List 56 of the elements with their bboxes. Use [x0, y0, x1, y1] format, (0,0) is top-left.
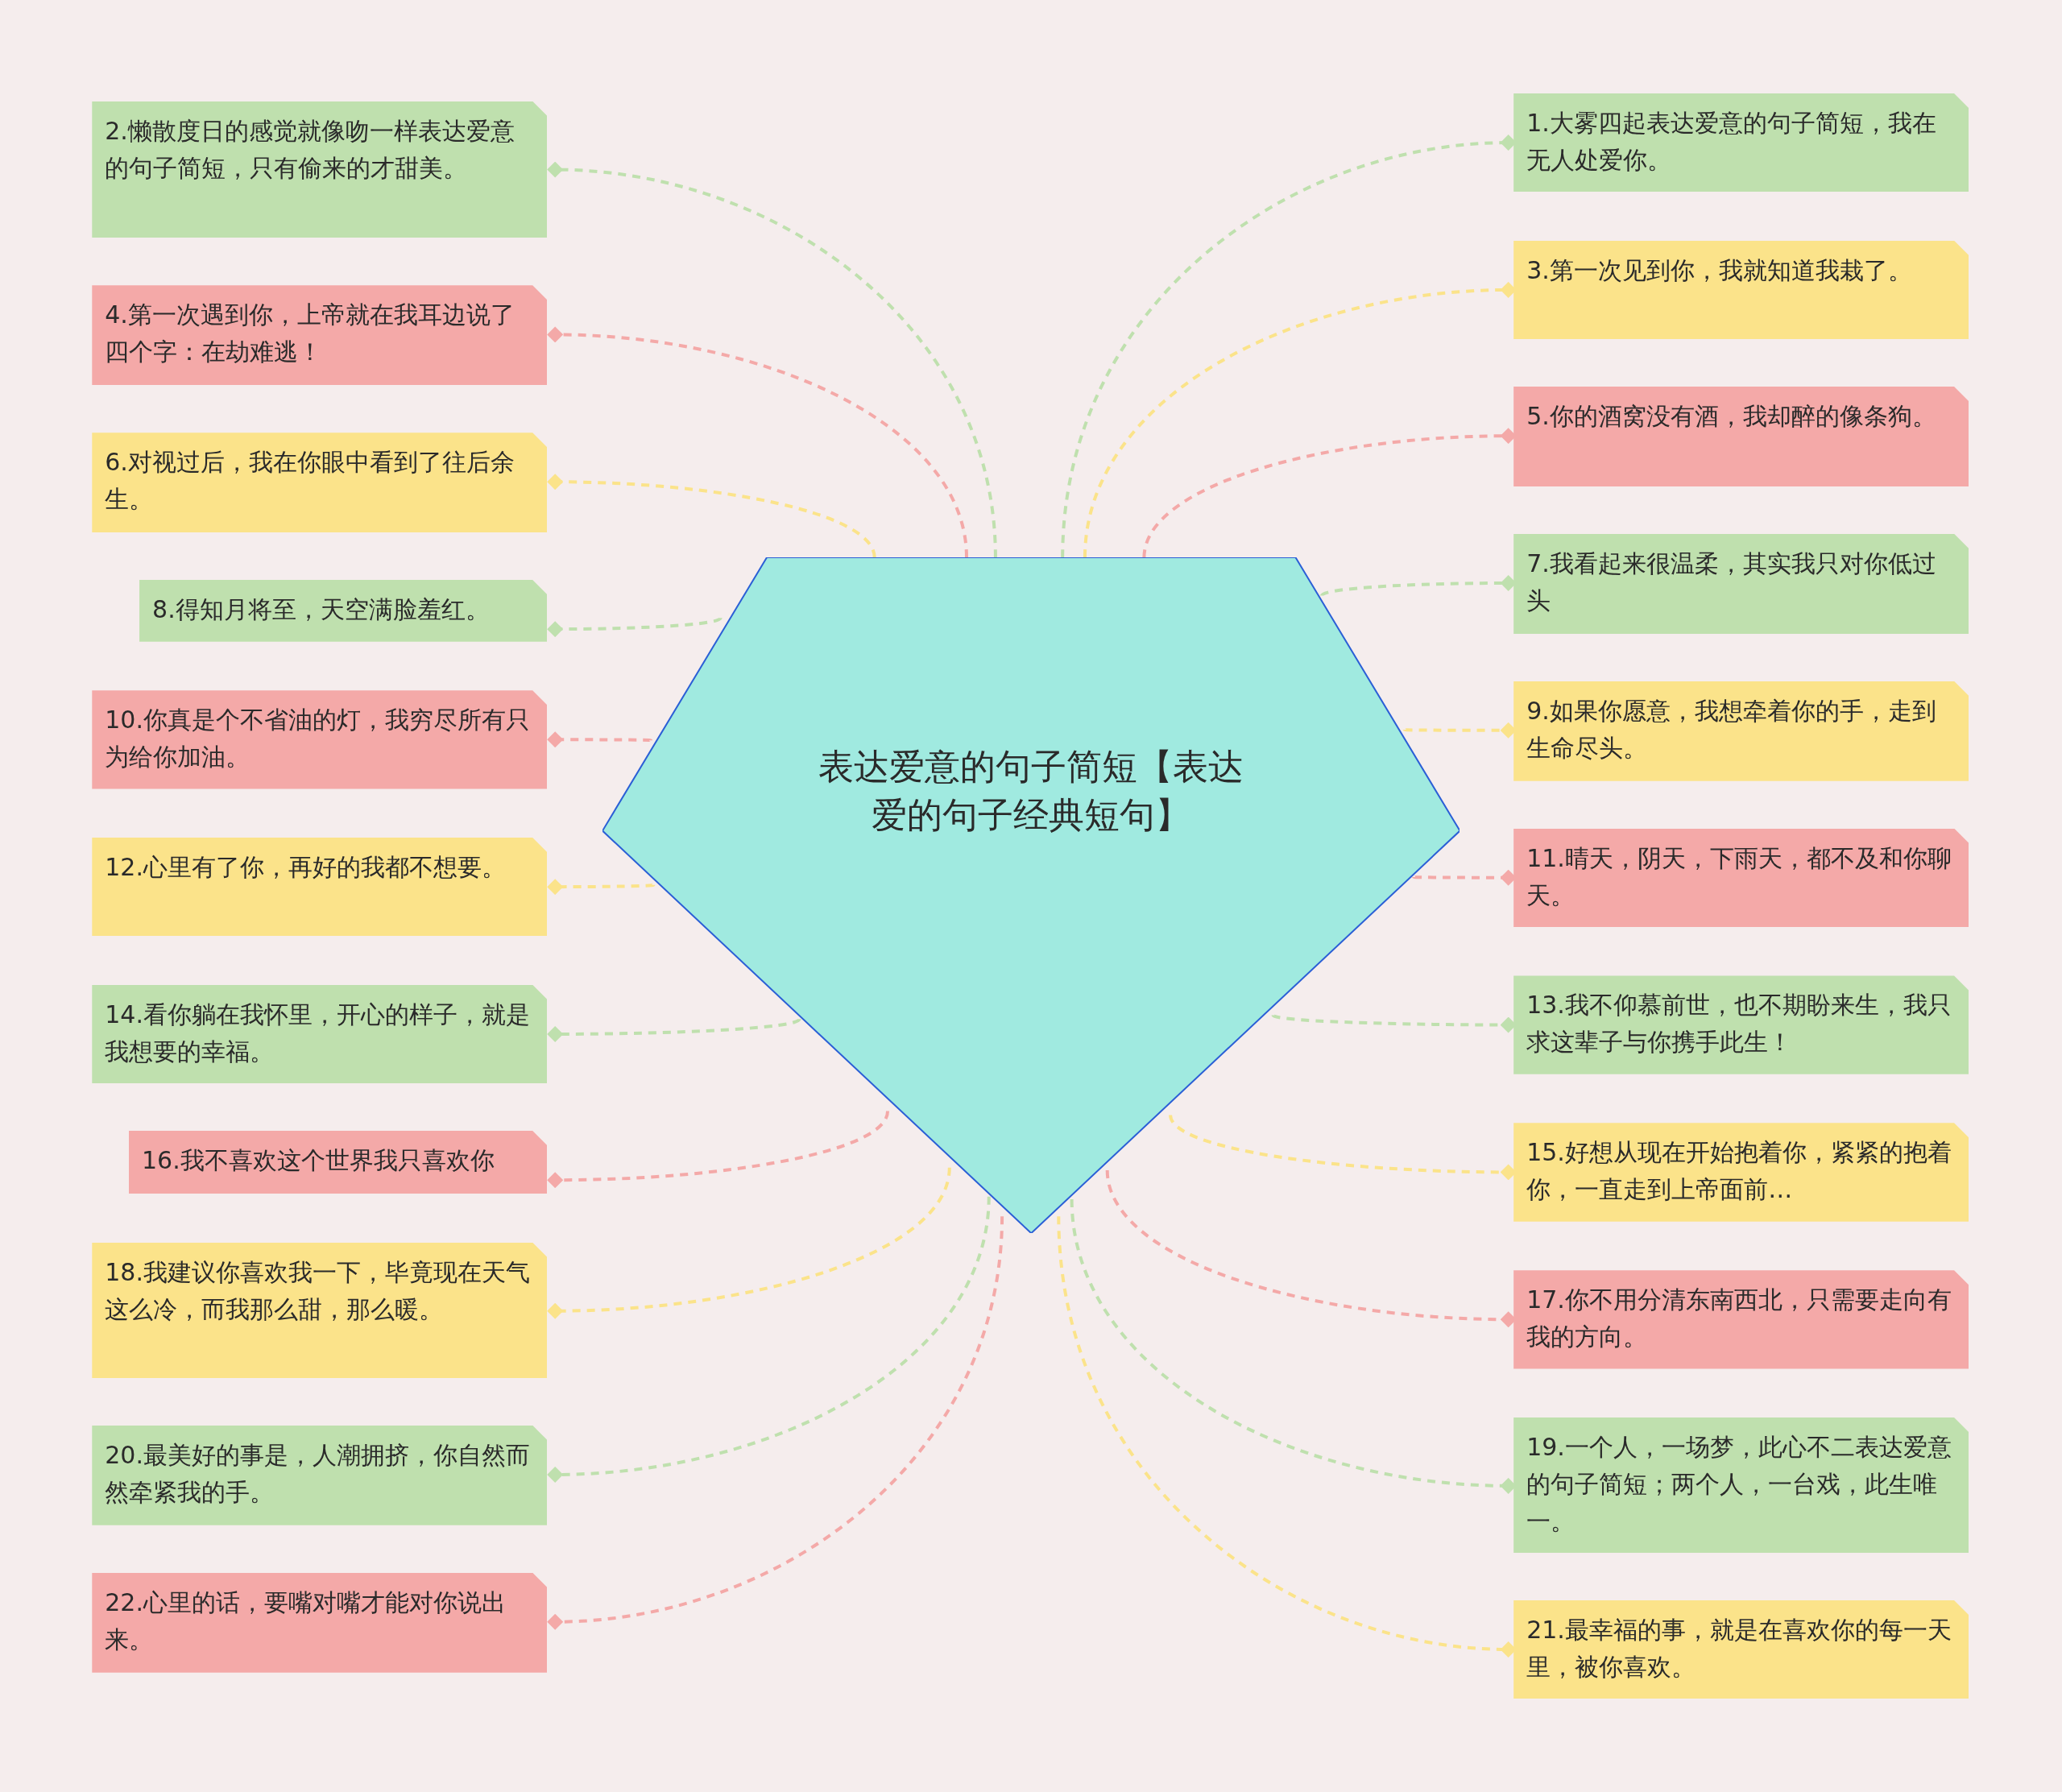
sentence-card — [92, 690, 548, 789]
sentence-text: 8.得知月将至，天空满脸羞红。 — [152, 594, 491, 625]
sentence-card — [1513, 387, 1969, 487]
dashed-connector — [547, 1167, 951, 1319]
dashed-connector — [547, 731, 652, 748]
sentence-text: 4.第一次遇到你，上帝就在我耳边说了四个字：在劫难逃！ — [105, 300, 516, 368]
sentence-card — [1513, 1123, 1969, 1222]
sentence-text: 16.我不喜欢这个世界我只喜欢你 — [142, 1145, 495, 1177]
sentence-text: 3.第一次见到你，我就知道我栽了。 — [1526, 255, 1913, 286]
sentence-card — [1513, 975, 1969, 1074]
sentence-text: 12.心里有了你，再好的我都不想要。 — [105, 852, 507, 883]
dashed-connector — [547, 1216, 1004, 1630]
sentence-card — [1513, 533, 1969, 634]
sentence-card — [1513, 93, 1969, 192]
dashed-connector — [547, 616, 723, 638]
sentence-card — [1513, 240, 1969, 340]
sentence-text: 22.心里的话，要嘴对嘴才能对你说出来。 — [105, 1587, 507, 1655]
sentence-text: 20.最美好的事是，人潮拥挤，你自然而然牵紧我的手。 — [105, 1439, 531, 1508]
sentence-text: 11.晴天，阴天，下雨天，都不及和你聊天。 — [1526, 842, 1952, 911]
dashed-connector — [547, 326, 968, 558]
central-topic: 表达爱意的句子简短【表达爱的句子经典短句】 — [817, 745, 1244, 838]
sentence-card — [92, 432, 548, 533]
sentence-text: 7.我看起来很温柔，其实我只对你低过头 — [1526, 548, 1937, 616]
sentence-text: 2.懒散度日的感觉就像吻一样表达爱意的句子简短，只有偷来的才甜美。 — [105, 115, 516, 184]
sentence-card — [1513, 1270, 1969, 1369]
sentence-text: 9.如果你愿意，我想牵着你的手，走到生命尽头。 — [1526, 695, 1937, 764]
sentence-card — [1513, 681, 1969, 781]
sentence-text: 19.一个人，一场梦，此心不二表达爱意的句子简短；两个人，一台戏，此生唯一。 — [1526, 1432, 1952, 1537]
dashed-connector — [547, 474, 876, 558]
dashed-connector — [547, 879, 654, 896]
sentence-card — [92, 101, 548, 238]
sentence-card — [92, 1572, 548, 1673]
sentence-text: 10.你真是个不省油的灯，我穷尽所有只为给你加油。 — [105, 705, 531, 773]
sentence-card — [92, 984, 548, 1084]
sentence-card — [92, 1425, 548, 1525]
dashed-connector — [547, 1196, 991, 1483]
sentence-text: 1.大雾四起表达爱意的句子简短，我在无人处爱你。 — [1526, 107, 1937, 176]
sentence-text: 17.你不用分清东南西北，只需要走向有我的方向。 — [1526, 1285, 1952, 1353]
sentence-card — [92, 285, 548, 386]
sentence-text: 14.看你躺在我怀里，开心的样子，就是我想要的幸福。 — [105, 999, 531, 1067]
sentence-text: 5.你的酒窝没有酒，我却醉的像条狗。 — [1526, 401, 1937, 432]
sentence-text: 21.最幸福的事，就是在喜欢你的每一天里，被你喜欢。 — [1526, 1614, 1952, 1682]
sentence-text: 15.好想从现在开始抱着你，紧紧的抱着你，一直走到上帝面前… — [1526, 1137, 1952, 1206]
dashed-connector — [547, 1110, 889, 1189]
sentence-card — [92, 838, 548, 937]
dashed-connector — [547, 1017, 801, 1042]
dashed-connector — [547, 161, 997, 558]
sentence-card — [92, 1242, 548, 1378]
sentence-card — [1513, 1417, 1969, 1554]
sentence-card — [1513, 828, 1969, 927]
sentence-text: 6.对视过后，我在你眼中看到了往后余生。 — [105, 447, 516, 515]
sentence-card — [1513, 1600, 1969, 1699]
sentence-card — [129, 1131, 548, 1194]
sentence-text: 18.我建议你喜欢我一下，毕竟现在天气这么冷，而我那么甜，那么暖。 — [105, 1256, 531, 1325]
sentence-card — [139, 580, 548, 642]
sentence-text: 13.我不仰慕前世，也不期盼来生，我只求这辈子与你携手此生！ — [1526, 990, 1952, 1058]
